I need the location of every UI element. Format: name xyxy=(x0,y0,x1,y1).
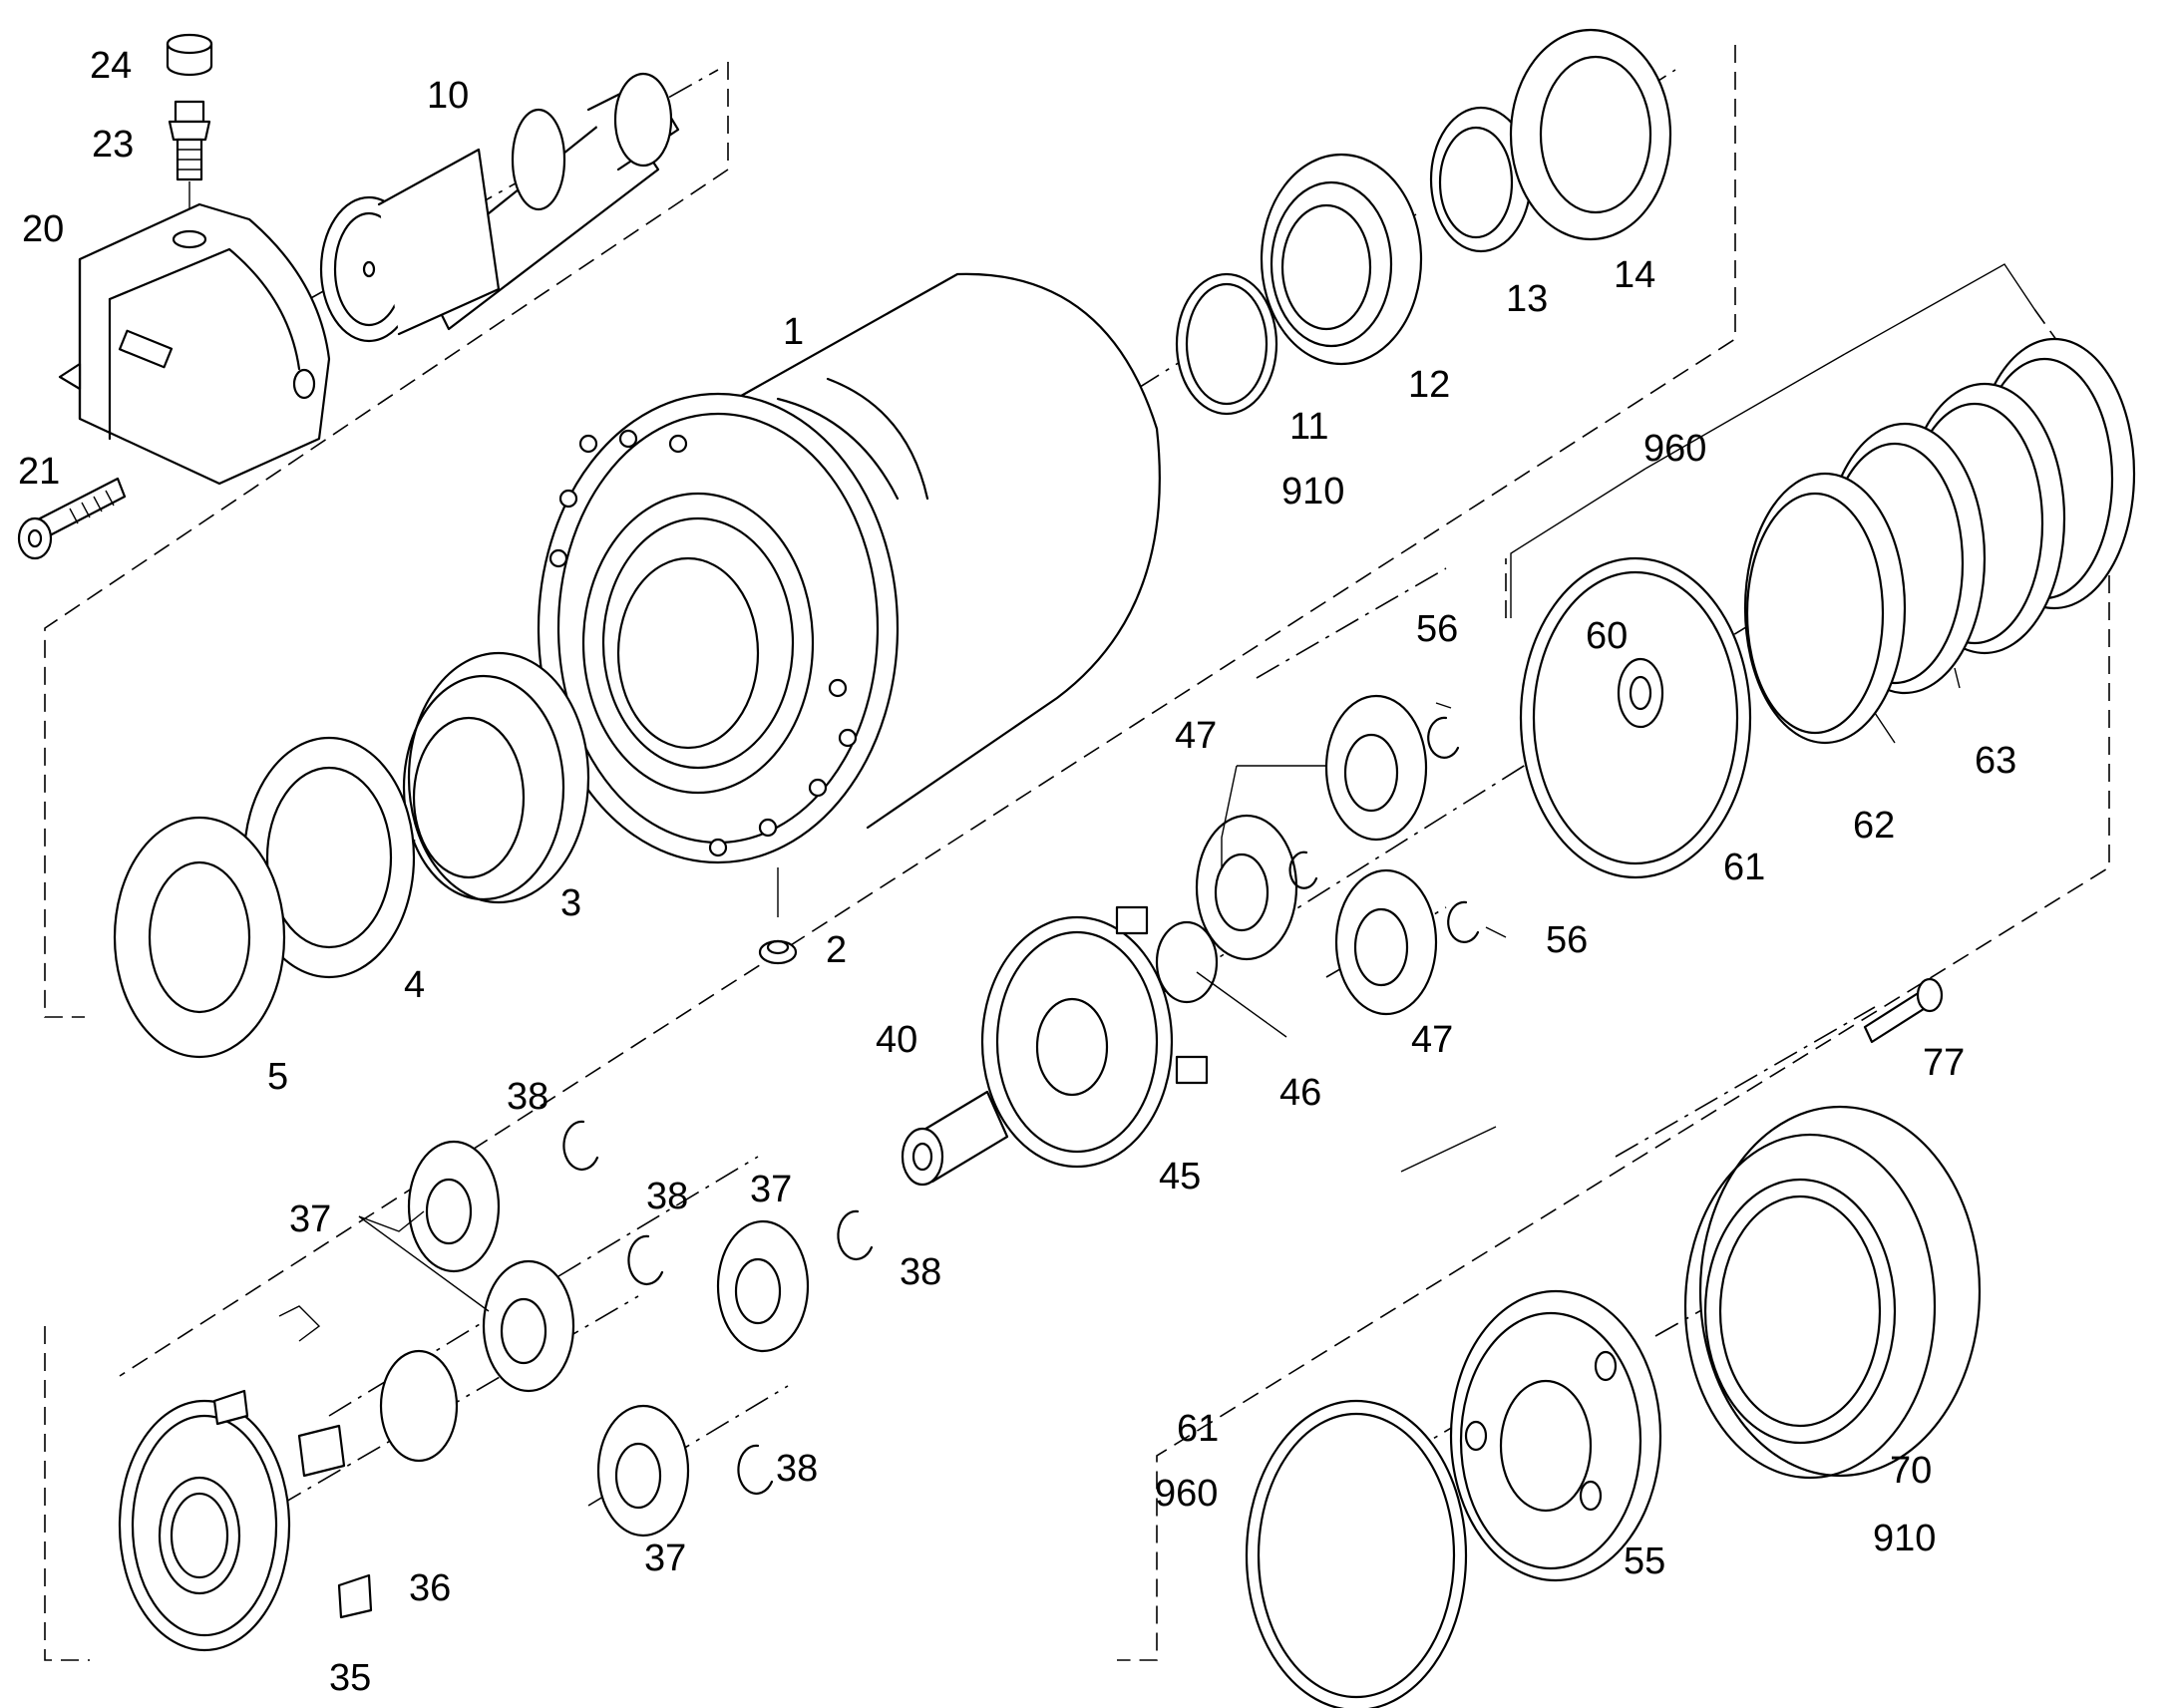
callout-11: 11 xyxy=(1289,406,1328,448)
part-55-ring-gear xyxy=(1449,1289,1662,1582)
part-46-disc xyxy=(1155,920,1219,1004)
part-14-cover-plate xyxy=(1509,28,1672,241)
part-61-lower-ring xyxy=(1245,1399,1468,1708)
callout-10: 10 xyxy=(427,75,469,117)
part-5-washer xyxy=(113,816,286,1059)
callout-20: 20 xyxy=(22,208,64,250)
callout-38-c: 38 xyxy=(900,1251,941,1293)
callout-61-lower: 61 xyxy=(1177,1408,1219,1450)
part-3-bearing xyxy=(402,651,590,904)
part-11-seal xyxy=(1175,272,1278,416)
part-38-circlips xyxy=(562,1120,874,1495)
part-35-planet-carrier xyxy=(118,1389,373,1652)
callout-13: 13 xyxy=(1506,278,1548,320)
part-1-housing xyxy=(537,272,1161,864)
callout-2: 2 xyxy=(826,929,847,971)
callout-36: 36 xyxy=(409,1567,451,1609)
callout-55: 55 xyxy=(1624,1540,1665,1582)
callout-77: 77 xyxy=(1923,1042,1965,1084)
part-77-cap-screw xyxy=(1863,977,1944,1044)
part-10-input-shaft xyxy=(319,72,680,343)
callout-38-b: 38 xyxy=(646,1176,688,1217)
callout-56-lower: 56 xyxy=(1546,919,1588,961)
callout-1: 1 xyxy=(783,311,804,353)
callout-910-upper: 910 xyxy=(1281,471,1344,512)
callout-35: 35 xyxy=(329,1657,371,1699)
callout-21: 21 xyxy=(18,451,60,493)
callout-3: 3 xyxy=(560,882,581,924)
part-24-cap xyxy=(166,33,213,77)
part-37-planet-gears xyxy=(407,1140,810,1537)
callout-24: 24 xyxy=(90,45,132,87)
part-45-planet-carrier xyxy=(980,905,1209,1169)
callout-45: 45 xyxy=(1159,1156,1201,1197)
callout-4: 4 xyxy=(404,964,425,1006)
part-20-cover xyxy=(58,202,331,486)
part-56-circlips xyxy=(1288,716,1480,943)
callout-61-upper: 61 xyxy=(1723,847,1765,888)
callout-23: 23 xyxy=(92,124,134,166)
callout-47-lower: 47 xyxy=(1411,1019,1453,1061)
assembly-boundary-lines xyxy=(44,45,2110,1661)
part-12-bearing xyxy=(1260,153,1423,366)
part-21-cap-screw xyxy=(17,477,127,560)
callout-12: 12 xyxy=(1408,364,1450,406)
part-36-disc xyxy=(379,1349,459,1463)
part-40-sun-shaft xyxy=(901,1090,1009,1187)
callout-960-lower: 960 xyxy=(1155,1473,1218,1515)
callout-14: 14 xyxy=(1614,254,1655,296)
callout-910-lower: 910 xyxy=(1873,1518,1936,1559)
callout-labels: 24 23 10 20 21 1 14 13 12 11 910 960 56 … xyxy=(18,45,2016,1699)
callout-37-c: 37 xyxy=(644,1537,686,1579)
callout-40: 40 xyxy=(876,1019,917,1061)
part-60-sun-gear xyxy=(1617,657,1664,729)
callout-37-a: 37 xyxy=(289,1198,331,1240)
callout-46: 46 xyxy=(1279,1072,1321,1114)
callout-960-upper: 960 xyxy=(1643,428,1706,470)
part-2-plug xyxy=(758,867,798,965)
callout-38-d: 38 xyxy=(776,1448,818,1490)
callout-38-a: 38 xyxy=(507,1076,548,1118)
callout-47-upper: 47 xyxy=(1175,715,1217,757)
callout-63: 63 xyxy=(1975,740,2016,782)
part-62-63-disc-pack xyxy=(1743,337,2136,745)
callout-37-b: 37 xyxy=(750,1169,792,1210)
callout-62: 62 xyxy=(1853,805,1895,847)
callout-56-upper: 56 xyxy=(1416,608,1458,650)
callout-60: 60 xyxy=(1586,615,1628,657)
callout-70: 70 xyxy=(1890,1450,1932,1492)
leader-lines xyxy=(278,263,2035,1342)
part-70-brake-housing xyxy=(1683,1105,1982,1480)
part-23-breather-nipple xyxy=(168,100,211,239)
part-47-planet-gears xyxy=(1195,694,1438,1016)
callout-5: 5 xyxy=(267,1056,288,1098)
